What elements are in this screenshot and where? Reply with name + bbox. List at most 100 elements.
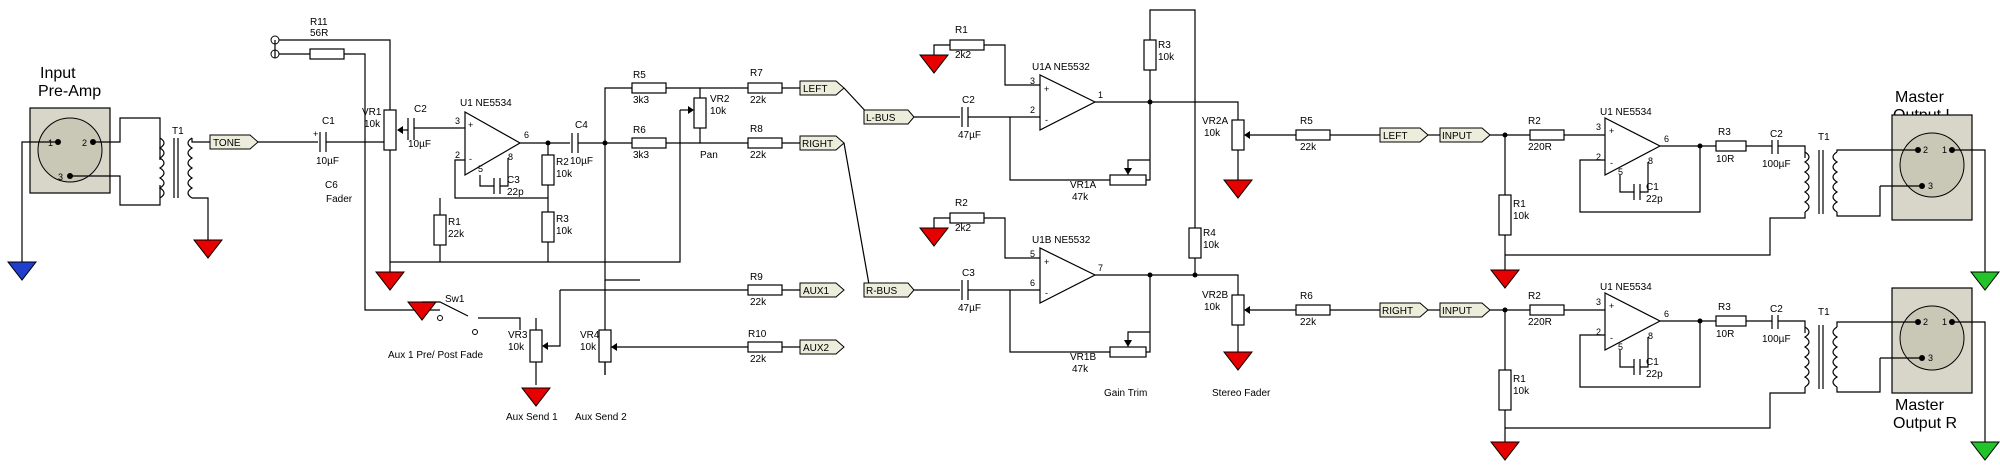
r5-resistor [631,82,667,94]
r1-label: R1 [448,217,461,228]
wire [666,128,701,144]
ground-symbol-red [1222,179,1254,199]
wire [1009,290,1110,353]
aux-send-1-label: Aux Send 1 [506,412,558,423]
r11-label: R11 [310,17,328,28]
vr1-label: VR1 [362,107,382,118]
c4-label: C4 [575,120,588,131]
out-r-r3-resistor [1715,315,1747,327]
wire [479,175,494,187]
net-tag-aux2 [799,339,845,355]
r5-value: 3k3 [633,95,650,106]
vr2-label: VR2 [710,94,730,105]
wire [1146,102,1151,181]
mix-r4-resistor [1188,227,1202,259]
r8-value: 22k [750,150,767,161]
net-tag-left [799,80,845,96]
pin-label: 8 [508,152,513,162]
pin-label: 1 [48,138,53,148]
net-tag-right-label: RIGHT [1382,306,1413,317]
wire [344,53,440,311]
out-r-r3-label: R3 [1718,302,1731,313]
wire [1619,350,1634,368]
wire [454,159,548,199]
out-l-u1-label: U1 NE5534 [1600,107,1652,118]
r3-value: 10k [556,226,573,237]
net-tag-tone-label: TONE [213,138,241,149]
aux-send-2-label: Aux Send 2 [575,412,627,423]
out-l-r1-value: 10k [1513,211,1530,222]
c3-value: 22p [507,187,524,198]
out-r-c2-value: 100µF [1762,334,1791,345]
net-tag-input [1439,127,1491,143]
vr2b-potentiometer [1231,294,1245,326]
r8-resistor [747,137,783,149]
out-l-r1-resistor [1498,194,1512,236]
pin-label: 3 [1928,181,1933,191]
pin-label: 5 [1618,342,1623,352]
vr1b-value: 47k [1072,364,1089,375]
net-tag-left-label: LEFT [803,84,827,95]
pin-label: 2 [1596,152,1601,162]
r1-resistor [433,214,447,246]
vr1a-label: VR1A [1070,180,1096,191]
ground-symbol-green [1969,271,2000,291]
wire [1009,117,1110,181]
r9-value: 22k [750,297,767,308]
out-r-c2-label: C2 [1770,304,1783,315]
transformer-coil [1832,151,1839,213]
opamp-u1b [1039,247,1097,304]
mix-c2-label: C2 [962,95,975,106]
switch-contact [472,329,478,335]
net-tag-aux2-label: AUX2 [803,343,830,354]
mix-r3-label: R3 [1158,40,1171,51]
mix-r1-label: R1 [955,25,968,36]
wire [1200,274,1239,295]
out-l-c2-label: C2 [1770,129,1783,140]
wire [1149,9,1196,275]
vr1-value: 10k [364,119,381,130]
polarity-mark: + [313,129,318,139]
pin-label: - [1610,158,1613,168]
ground-symbol-red [520,387,552,407]
out-l-c2-value: 100µF [1762,159,1791,170]
pin-label: 5 [1618,167,1623,177]
pin-label: + [1044,257,1049,267]
r7-value: 22k [750,95,767,106]
wiper [1127,331,1150,340]
mix-c2-value: 47µF [958,130,981,141]
switch-contact [437,315,443,321]
vr2b-value: 10k [1204,302,1221,313]
vr2a-label: VR2A [1202,116,1228,127]
junction [1697,143,1703,149]
pin-label: 2 [82,138,87,148]
pin-label: 2 [1923,317,1928,327]
vr1a-value: 47k [1072,192,1089,203]
out-l-r3-label: R3 [1718,127,1731,138]
out-r-r2-label: R2 [1528,291,1541,302]
wire [1836,321,1868,327]
pin-label: - [1045,115,1048,125]
net-tag-left [1379,127,1429,143]
stereo-fader-label: Stereo Fader [1212,388,1271,399]
net-tag-input-label: INPUT [1442,131,1472,142]
wire [1505,387,1806,429]
out-l-t1-label: T1 [1818,132,1830,143]
u1b-label: U1B NE5532 [1032,235,1091,246]
wire [1619,175,1634,193]
r6-value: 3k3 [633,150,650,161]
wire [1505,212,1806,256]
out-r-t1-label: T1 [1818,307,1830,318]
out-l-r3-value: 10R [1716,154,1734,165]
mix-r2-value: 2k2 [955,223,972,234]
vr2b-label: VR2B [1202,290,1228,301]
ground-symbol-red [918,54,950,74]
mix-r4-label: R4 [1203,228,1216,239]
wire [1952,321,1986,442]
vr2a-potentiometer [1231,119,1245,151]
pin-label: 1 [1942,145,1947,155]
ground-bus [390,110,681,263]
wire [1579,321,1701,388]
net-tag-right [1379,302,1429,318]
r2-label: R2 [556,157,569,168]
